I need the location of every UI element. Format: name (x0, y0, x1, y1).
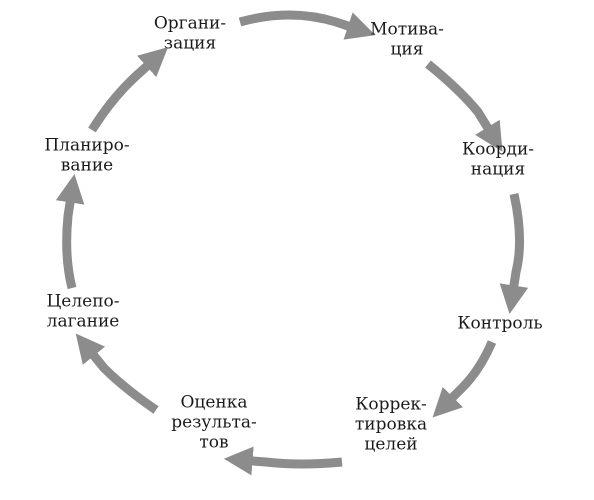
node-planning: Планиро-вание (44, 136, 129, 176)
node-goal-setting: Целепо-лагание (46, 292, 119, 332)
node-label-line: тов (199, 433, 228, 453)
node-control: Контроль (457, 314, 542, 334)
node-label-line: вание (61, 156, 113, 176)
node-coordination: Коорди-нация (462, 140, 534, 180)
arrow-goal-correction-to-results-evaluation (223, 446, 343, 476)
arrow-organization-to-motivation (238, 10, 376, 40)
arrow-results-evaluation-to-goal-setting (75, 333, 159, 414)
node-label-line: тировка (355, 415, 427, 435)
node-label-line: нация (471, 160, 525, 180)
node-label-line: Планиро- (44, 136, 129, 156)
node-label-line: лагание (47, 312, 120, 332)
arrow-motivation-to-coordination (425, 60, 503, 152)
node-label-line: Контроль (457, 314, 542, 334)
arrow-coordination-to-control (499, 193, 529, 315)
node-label-line: Коорди- (462, 140, 534, 160)
node-label-line: целей (364, 435, 417, 455)
node-label-line: Целепо- (46, 292, 119, 312)
node-label-line: Мотива- (370, 20, 444, 40)
arrow-control-to-goal-correction (432, 340, 497, 418)
node-label-line: результа- (171, 413, 257, 433)
node-label-line: ция (391, 40, 424, 60)
node-organization: Органи-зация (154, 14, 226, 54)
node-motivation: Мотива-ция (370, 20, 444, 60)
node-label-line: Оценка (180, 393, 247, 413)
node-label-line: Коррек- (355, 395, 427, 415)
node-label-line: зация (164, 34, 216, 54)
node-label-line: Органи- (154, 14, 226, 34)
arrow-goal-setting-to-planning (55, 173, 85, 290)
arrow-planning-to-organization (88, 47, 169, 133)
